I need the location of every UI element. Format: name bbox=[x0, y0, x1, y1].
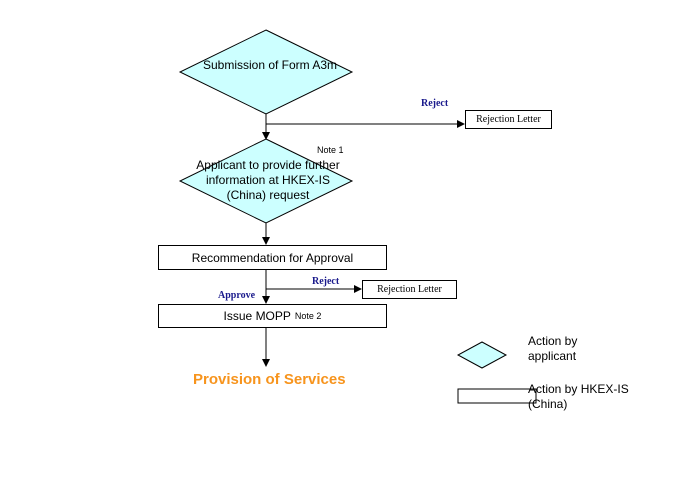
issue-mopp-box: Issue MOPP Note 2 bbox=[158, 304, 387, 328]
rejection-letter-label-1: Rejection Letter bbox=[476, 114, 541, 125]
legend-diamond bbox=[456, 341, 508, 369]
reject-label-2: Reject bbox=[312, 276, 340, 287]
provision-of-services-title: Provision of Services bbox=[193, 371, 346, 388]
note-2: Note 2 bbox=[294, 311, 322, 321]
issue-mopp-label: Issue MOPP bbox=[223, 309, 291, 323]
recommendation-box: Recommendation for Approval bbox=[158, 245, 387, 270]
approve-label: Approve bbox=[218, 290, 256, 301]
legend-box bbox=[457, 388, 537, 404]
recommendation-label: Recommendation for Approval bbox=[191, 250, 354, 265]
legend-applicant-label: Action by applicant bbox=[528, 334, 578, 363]
reject-label-1: Reject bbox=[421, 98, 449, 109]
rejection-letter-box-1: Rejection Letter bbox=[465, 110, 552, 129]
step-submission-label: Submission of Form A3m bbox=[202, 58, 338, 72]
rejection-letter-label-2: Rejection Letter bbox=[377, 284, 442, 295]
step-further-info-label: Applicant to provide further information… bbox=[196, 158, 340, 202]
legend-hkex-label: Action by HKEX-IS (China) bbox=[528, 382, 629, 411]
note-1: Note 1 bbox=[317, 145, 344, 155]
rejection-letter-box-2: Rejection Letter bbox=[362, 280, 457, 299]
